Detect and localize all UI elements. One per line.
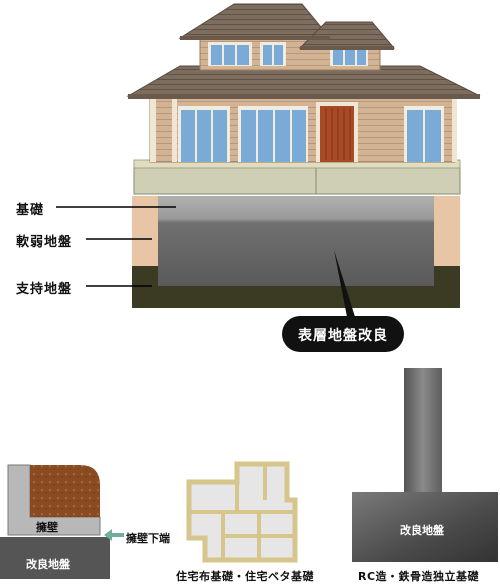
label-retaining-wall: 擁壁 [36,519,58,535]
caption-house-foundation: 住宅布基礎・住宅ベタ基礎 [176,568,314,584]
window-group-left [178,106,230,162]
ground-layers [132,196,460,308]
house-diagram [0,0,500,360]
improved-ground-zone [158,196,434,286]
steel-column [404,368,442,494]
caption-rc-steel-foundation: RC造・鉄骨造独立基礎 [358,568,479,584]
retained-soil [30,465,100,517]
lower-roof [128,66,480,99]
label-soft-ground: 軟弱地盤 [16,231,72,250]
window-group-right [404,106,444,162]
label-wall-bottom-end: 擁壁下端 [126,530,170,546]
window-group-mid [238,106,308,162]
front-door [316,102,358,162]
callout-label: 表層地盤改良 [282,325,404,345]
label-foundation: 基礎 [16,199,44,218]
label-improved-ground-left: 改良地盤 [26,556,70,572]
foundation-band [134,166,460,194]
label-improved-ground-right: 改良地盤 [400,522,444,538]
first-floor [150,98,457,162]
label-support-ground: 支持地盤 [16,278,72,297]
foundation-plan-diagram [185,460,300,565]
